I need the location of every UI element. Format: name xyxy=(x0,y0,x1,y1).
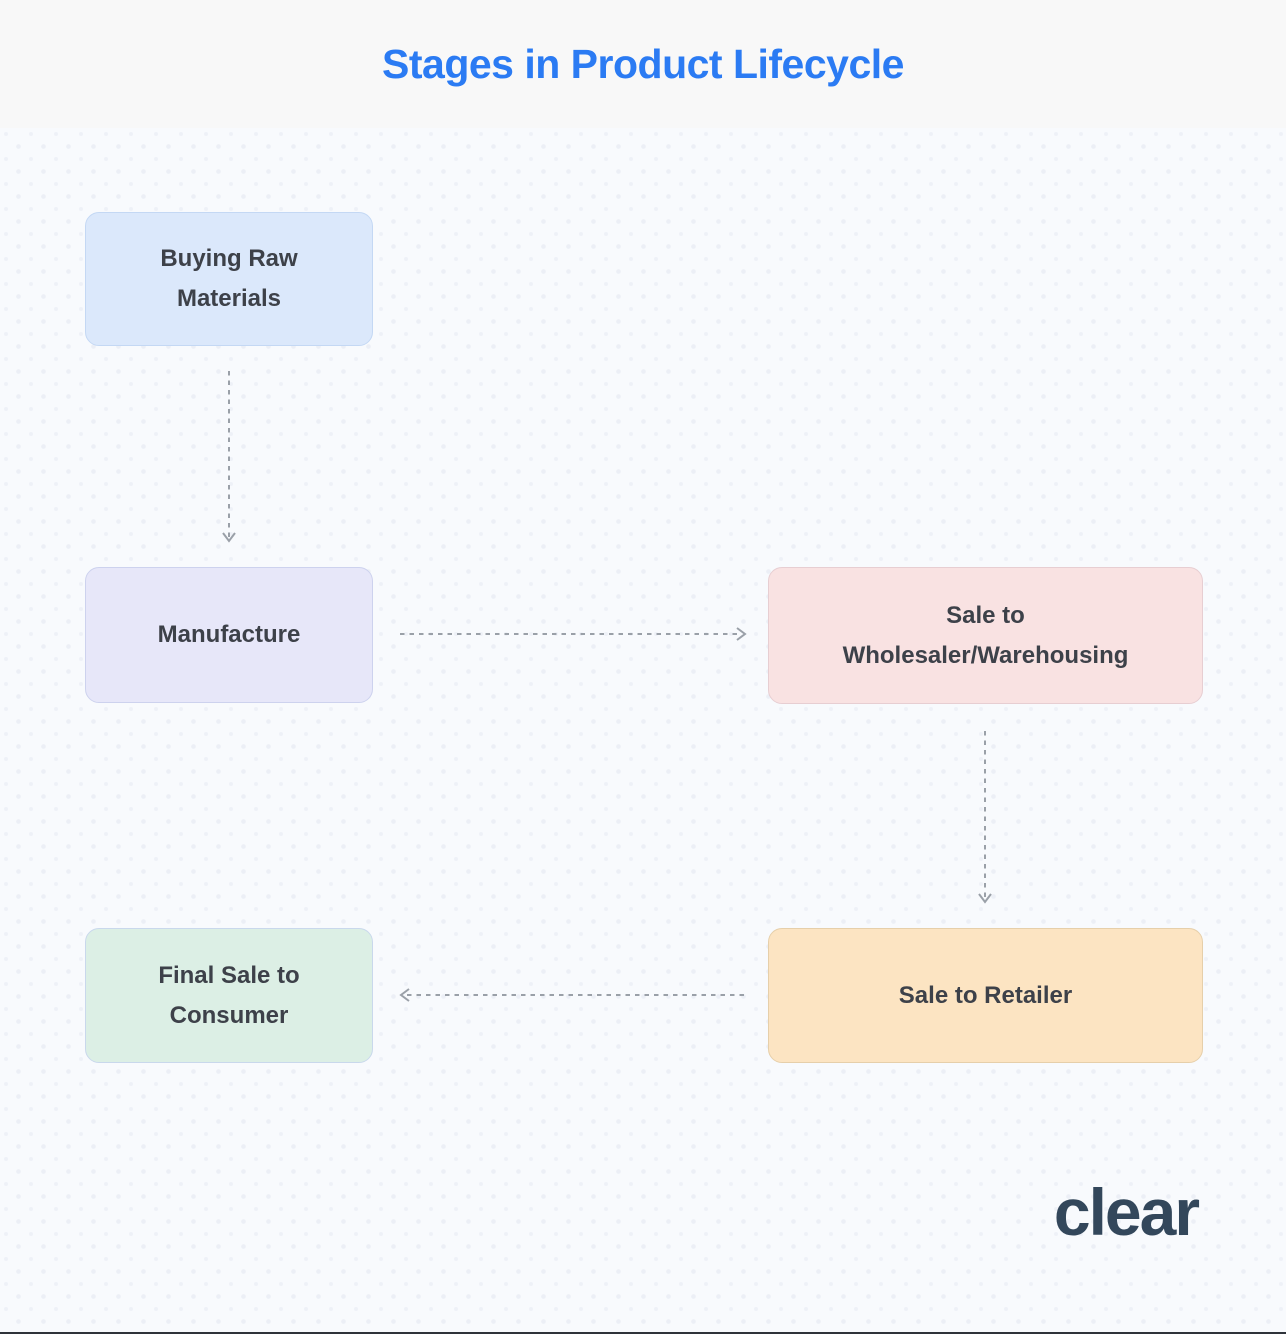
arrowhead-left-icon xyxy=(399,988,410,1002)
node-sale-to-wholesaler: Sale to Wholesaler/Warehousing xyxy=(768,567,1203,704)
node-sale-to-retailer: Sale to Retailer xyxy=(768,928,1203,1063)
arrowhead-down-icon xyxy=(222,532,236,543)
arrowhead-right-icon xyxy=(736,627,747,641)
page-title: Stages in Product Lifecycle xyxy=(382,40,904,87)
node-manufacture: Manufacture xyxy=(85,567,373,703)
header-band: Stages in Product Lifecycle xyxy=(0,0,1286,128)
arrowhead-down-icon xyxy=(978,893,992,904)
bottom-edge-line xyxy=(0,1332,1286,1334)
clear-logo: clear xyxy=(1053,1175,1200,1249)
node-final-sale-to-consumer: Final Sale to Consumer xyxy=(85,928,373,1063)
node-buying-raw-materials: Buying Raw Materials xyxy=(85,212,373,346)
